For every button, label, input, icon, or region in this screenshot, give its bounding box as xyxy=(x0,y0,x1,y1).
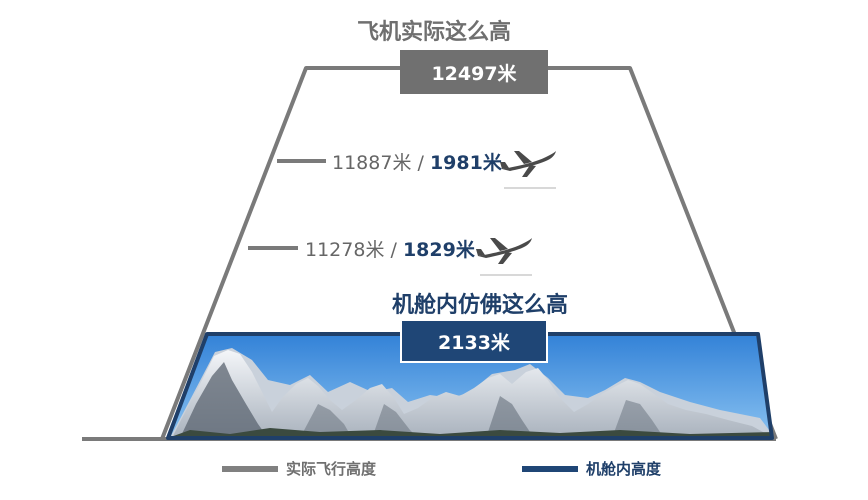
cabin-altitude-title: 机舱内仿佛这么高 xyxy=(391,293,568,318)
airplane-icon xyxy=(500,151,556,189)
actual-altitude-box: 12497米 xyxy=(400,50,548,94)
cabin-altitude: 1981米 xyxy=(429,152,502,174)
legend-swatch-actual xyxy=(222,465,278,472)
legend-label-actual: 实际飞行高度 xyxy=(286,460,377,478)
legend-cabin: 机舱内高度 xyxy=(522,458,661,479)
cabin-altitude-value: 2133米 xyxy=(438,331,510,354)
cabin-altitude-box: 2133米 xyxy=(400,319,548,363)
actual-altitude: 11887米 xyxy=(332,152,412,174)
level-label-1: 11887米 / 1981米 xyxy=(332,148,502,175)
airplane-icon xyxy=(476,238,532,276)
level-label-2: 11278米 / 1829米 xyxy=(305,235,475,262)
legend-label-cabin: 机舱内高度 xyxy=(586,460,662,478)
legend-actual: 实际飞行高度 xyxy=(222,458,376,479)
cabin-altitude: 1829米 xyxy=(402,239,475,261)
actual-altitude: 11278米 xyxy=(305,239,385,261)
legend-swatch-cabin xyxy=(522,465,578,472)
separator: / xyxy=(411,152,430,174)
separator: / xyxy=(384,239,403,261)
actual-altitude-value: 12497米 xyxy=(431,62,517,85)
actual-altitude-title: 飞机实际这么高 xyxy=(356,20,511,45)
cabin-frame xyxy=(166,332,774,440)
